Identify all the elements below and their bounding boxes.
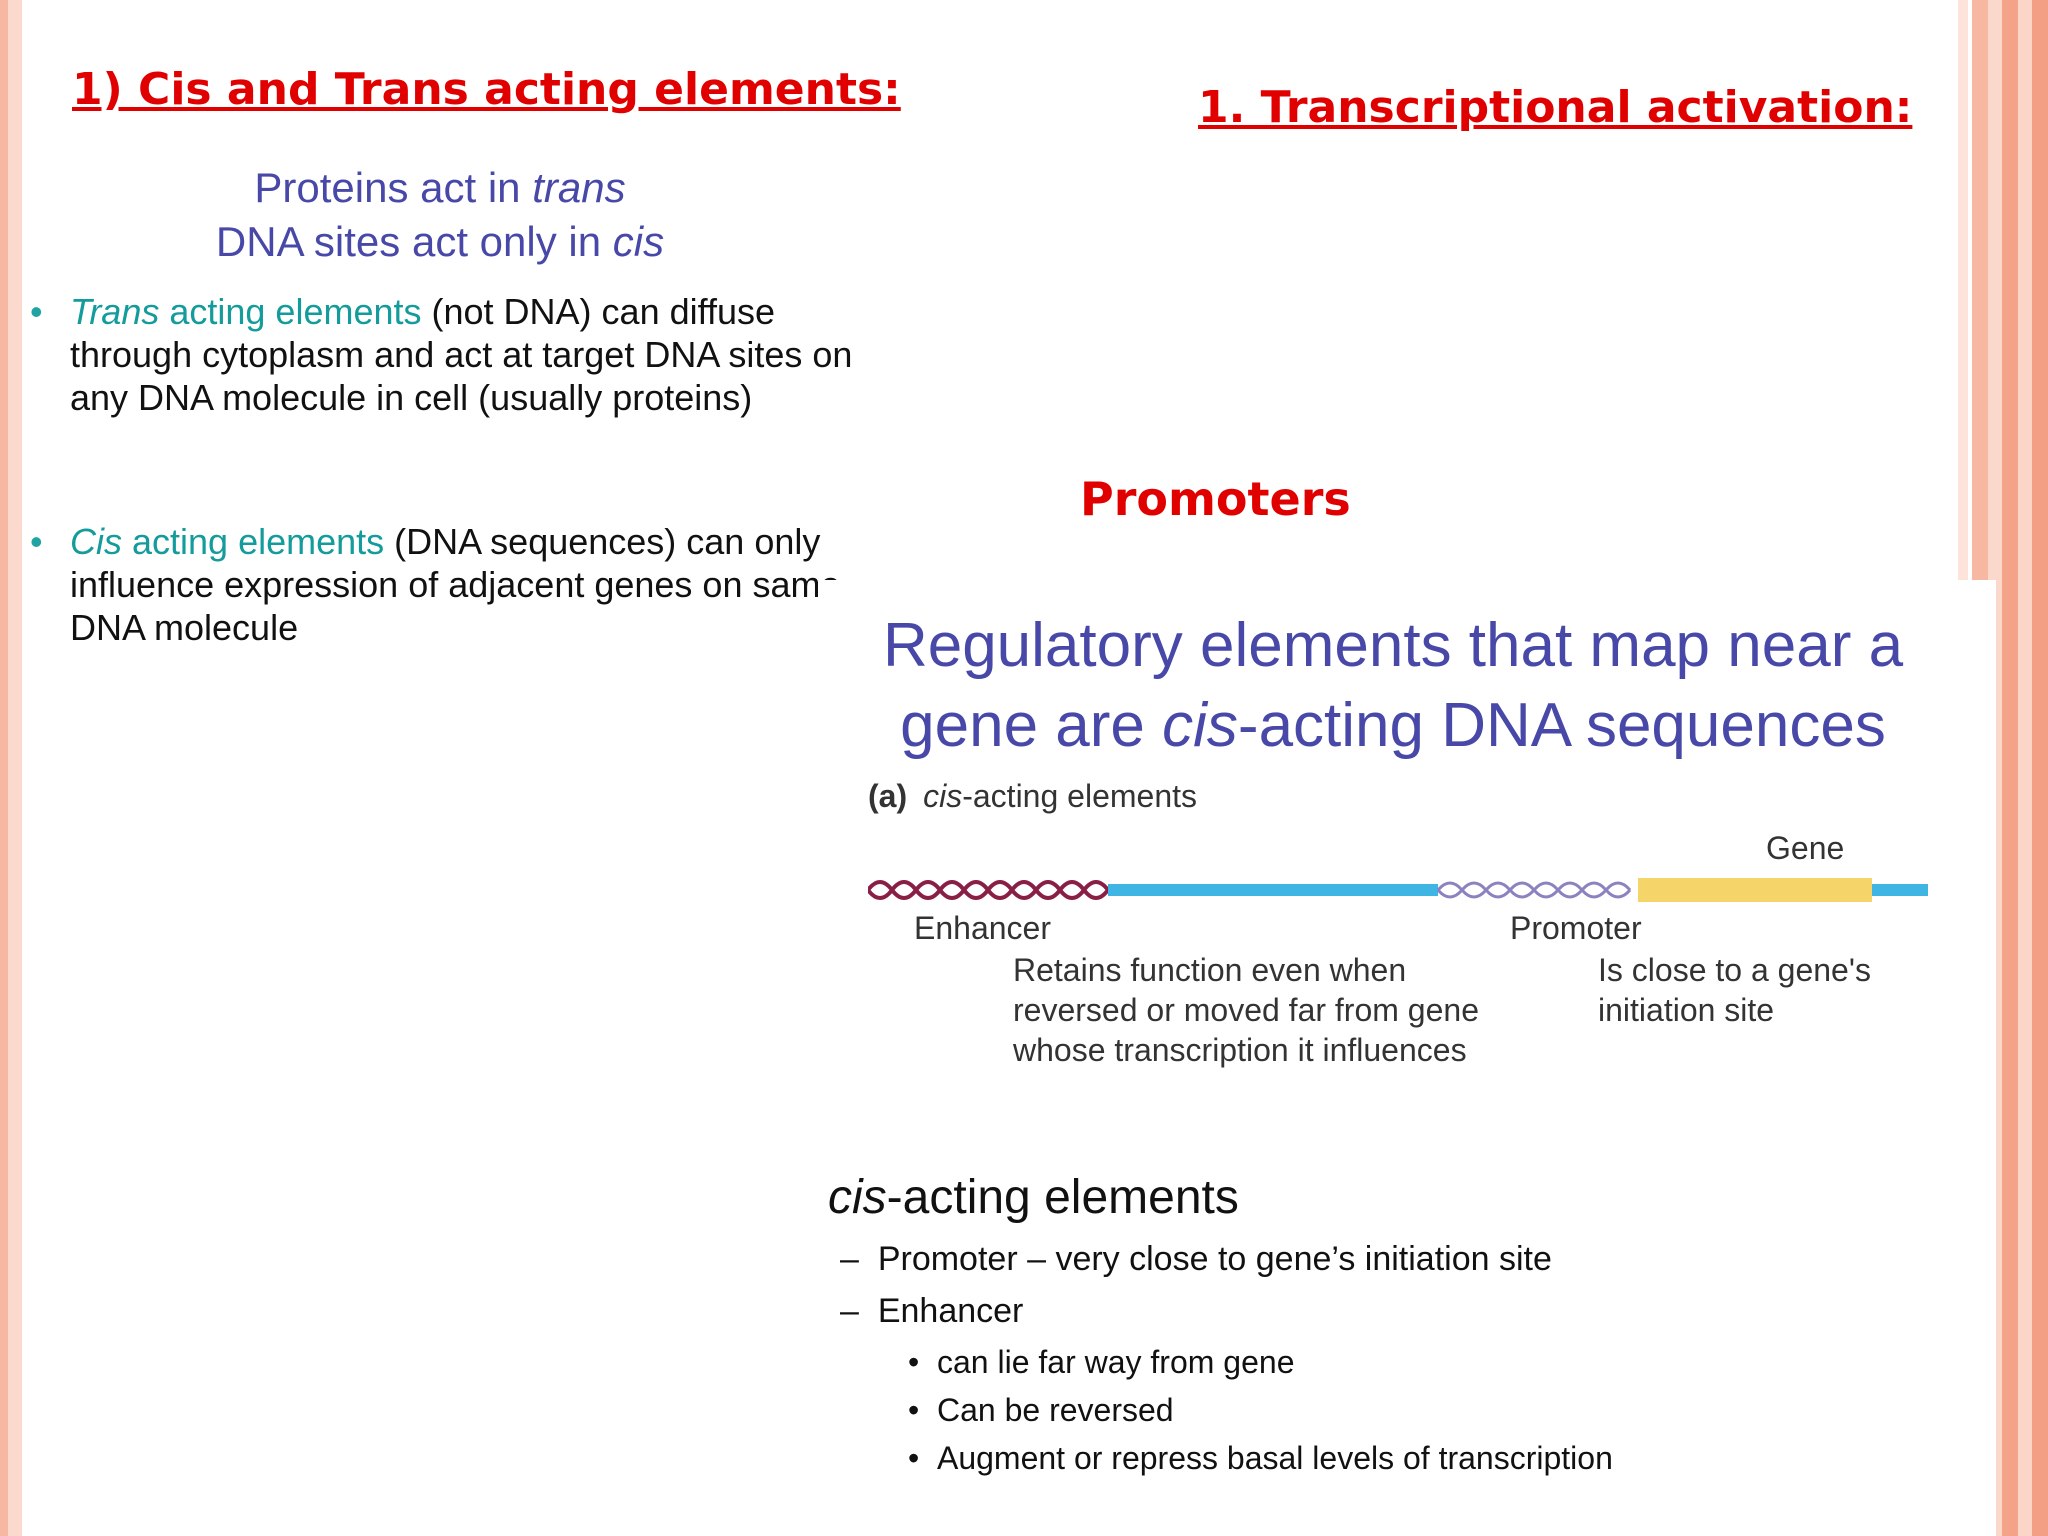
diagram-label-suffix: -acting elements xyxy=(962,778,1197,814)
bullet-body: (not DNA) can diffuse through cytoplasm … xyxy=(70,291,853,418)
promoter-label: Promoter xyxy=(1510,910,1642,946)
dna-segment xyxy=(1108,884,1438,896)
bullet-marker: • xyxy=(30,291,43,332)
proteins-trans-text: Proteins act in xyxy=(254,164,533,211)
sub-item-reversed: • Can be reversed xyxy=(908,1392,1174,1429)
regulatory-title-line1: Regulatory elements that map near a xyxy=(882,611,1904,680)
diagram-label: (a) cis-acting elements xyxy=(868,778,1197,815)
dna-cis-line: DNA sites act only in cis xyxy=(80,218,800,266)
regulatory-title-line2-prefix: gene are xyxy=(900,691,1163,760)
bullet-colored-term: acting elements xyxy=(159,291,422,332)
regulatory-elements-panel: Regulatory elements that map near a gene… xyxy=(818,580,1996,1536)
bullet-marker: • xyxy=(30,521,43,562)
sub-bullet-marker: • xyxy=(908,1440,920,1476)
bullet-body: (DNA sequences) can only influence expre… xyxy=(70,521,841,648)
list-item-enhancer: – Enhancer xyxy=(840,1292,1023,1331)
bullet-italic-term: Cis xyxy=(70,521,122,562)
dna-segment-end xyxy=(1872,884,1928,896)
cis-heading-suffix: -acting elements xyxy=(886,1171,1239,1224)
bullet-cis-acting: • Cis acting elements (DNA sequences) ca… xyxy=(30,520,860,649)
dash-marker: – xyxy=(840,1240,859,1278)
sub-item-text: Can be reversed xyxy=(936,1392,1174,1428)
dna-diagram xyxy=(868,878,1928,902)
diagram-label-letter: (a) xyxy=(868,778,908,814)
promoter-description: Is close to a gene's initiation site xyxy=(1598,952,1871,1028)
promoter-helix-strand xyxy=(1436,881,1632,899)
regulatory-title-line2-suffix: -acting DNA sequences xyxy=(1237,691,1886,760)
section-title-transcriptional-activation: 1. Transcriptional activation: xyxy=(1198,82,1913,133)
sub-bullet-marker: • xyxy=(908,1392,920,1428)
cis-heading-italic: cis xyxy=(828,1171,887,1224)
gene-label: Gene xyxy=(1766,830,1845,866)
bullet-trans-acting: • Trans acting elements (not DNA) can di… xyxy=(30,290,860,419)
cis-italic: cis xyxy=(612,218,665,265)
list-item-promoter: – Promoter – very close to gene’s initia… xyxy=(840,1240,1552,1279)
promoters-heading: Promoters xyxy=(1080,472,1351,526)
dna-cis-text: DNA sites act only in xyxy=(215,218,613,265)
section-title-cis-trans: 1) Cis and Trans acting elements: xyxy=(72,64,901,115)
proteins-trans-line: Proteins act in trans xyxy=(80,164,800,212)
slide-left-border xyxy=(0,0,22,1536)
cis-acting-heading: cis-acting elements xyxy=(828,1170,1239,1225)
list-item-text: Enhancer xyxy=(877,1292,1024,1330)
trans-italic: trans xyxy=(532,164,626,211)
regulatory-title-line2-italic: cis xyxy=(1162,691,1238,760)
sub-item-far-from-gene: • can lie far way from gene xyxy=(908,1344,1294,1381)
gene-box xyxy=(1638,878,1872,902)
enhancer-helix-strand xyxy=(868,880,1110,900)
enhancer-description: Retains function even when reversed or m… xyxy=(1013,952,1479,1068)
sub-item-text: Augment or repress basal levels of trans… xyxy=(936,1440,1613,1476)
bullet-colored-term: acting elements xyxy=(122,521,385,562)
sub-bullet-marker: • xyxy=(908,1344,920,1380)
bullet-italic-term: Trans xyxy=(70,291,160,332)
regulatory-title: Regulatory elements that map near a gene… xyxy=(818,606,1968,766)
sub-item-augment-repress: • Augment or repress basal levels of tra… xyxy=(908,1440,1613,1477)
sub-item-text: can lie far way from gene xyxy=(936,1344,1295,1380)
list-item-text: Promoter – very close to gene’s initiati… xyxy=(877,1240,1552,1278)
dash-marker: – xyxy=(840,1292,859,1330)
enhancer-label: Enhancer xyxy=(914,910,1051,946)
diagram-label-italic: cis xyxy=(923,778,963,814)
regulatory-title-line2: gene are cis-acting DNA sequences xyxy=(818,686,1968,766)
